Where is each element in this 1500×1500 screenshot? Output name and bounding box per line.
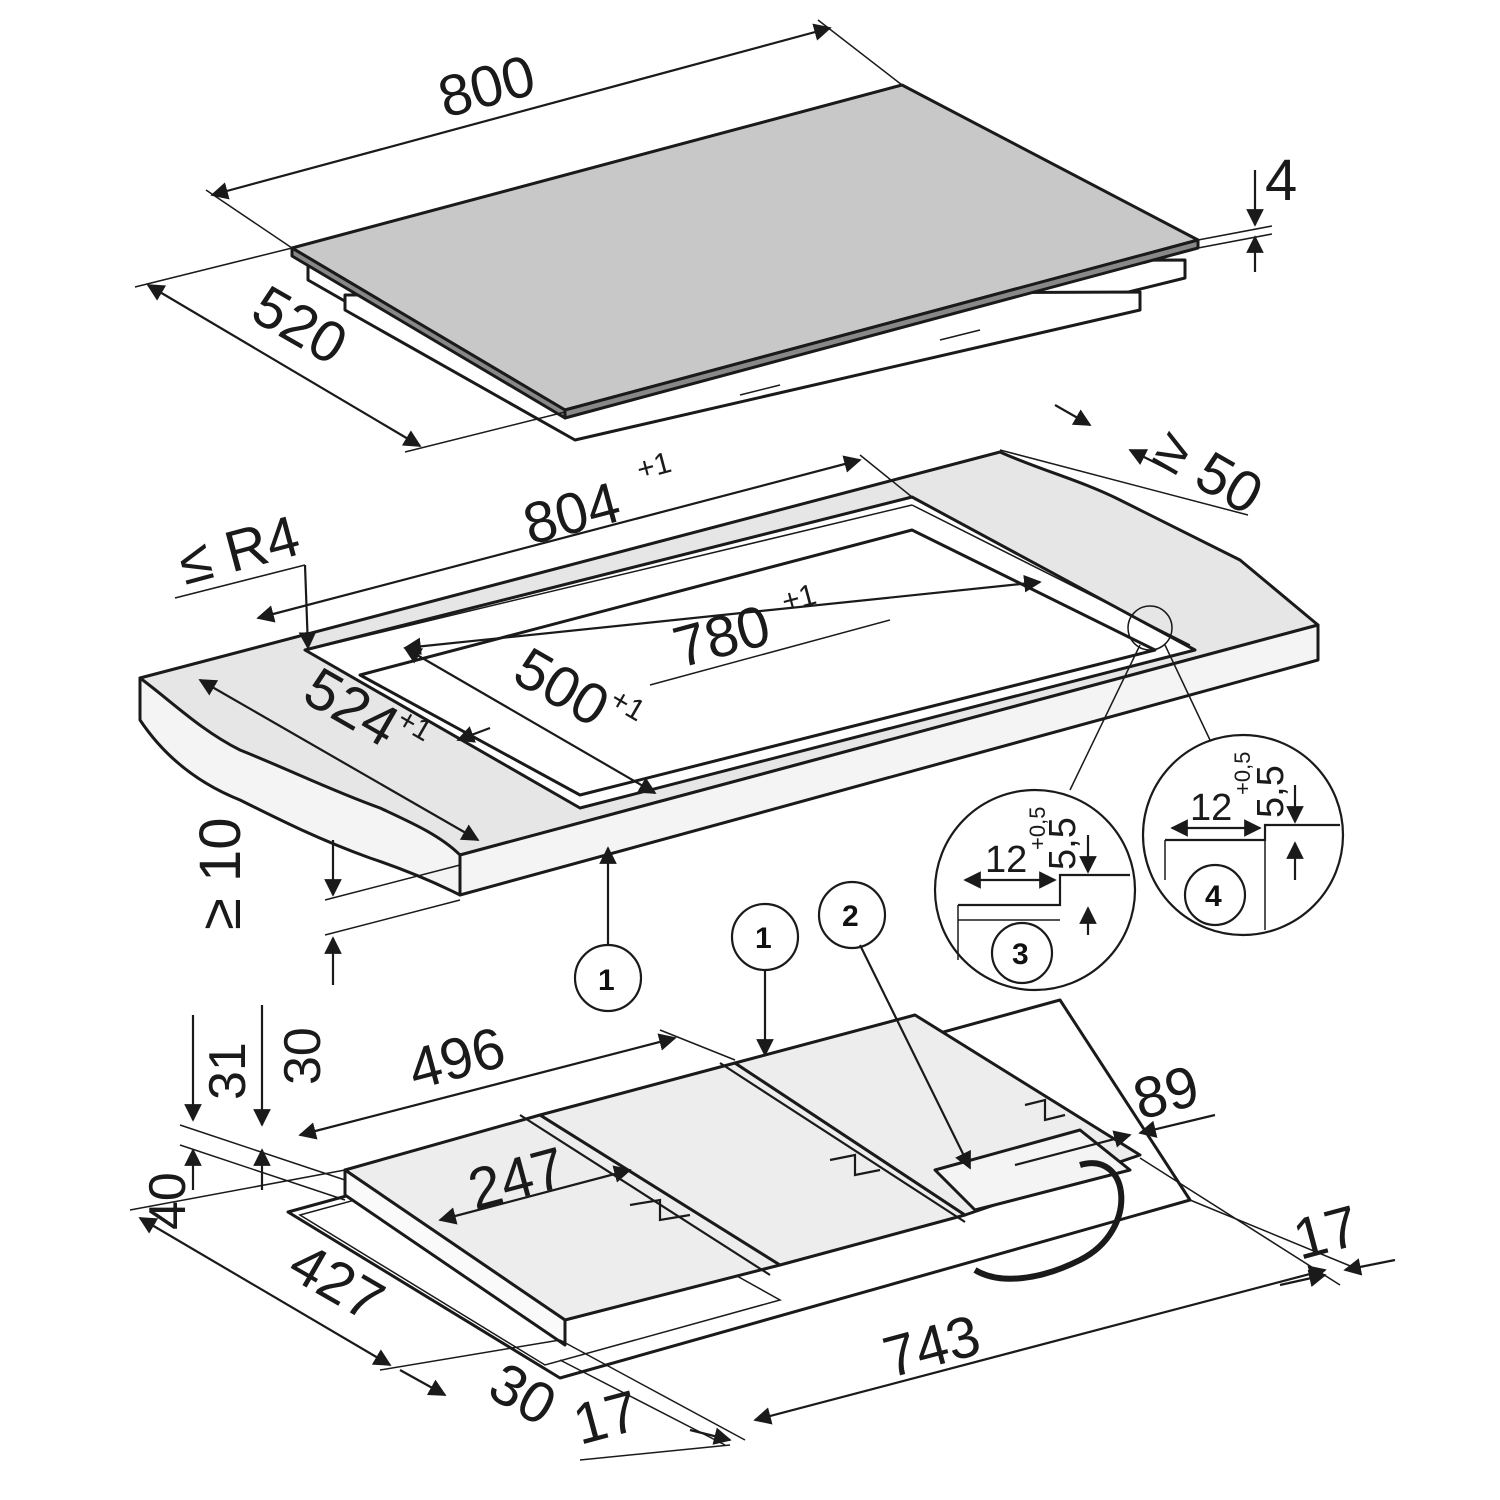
detail-3-width: 12 — [985, 839, 1027, 881]
dim-heights: 31 30 40 — [139, 1005, 346, 1230]
dim-496-label: 496 — [402, 1015, 512, 1103]
dim-31-label: 31 — [199, 1042, 257, 1100]
detail-4-width: 12 — [1190, 787, 1232, 829]
dim-800: 800 — [205, 19, 903, 249]
dim-radius-label: ≤ R4 — [172, 503, 307, 597]
module-left-front — [343, 1168, 567, 1347]
dim-radius: ≤ R4 — [172, 503, 317, 650]
dim-front-clearance: ≥ 10 — [188, 818, 461, 985]
connection-box — [933, 1128, 1132, 1212]
dim-800-label: 800 — [432, 43, 542, 131]
detail-4-number: 4 — [1205, 880, 1222, 913]
detail-3-tolerance: +0,5 — [1025, 807, 1050, 850]
dim-804-label: 804 — [517, 470, 627, 558]
detail-4-tolerance: +0,5 — [1230, 752, 1255, 795]
dim-17-right-label: 17 — [1287, 1193, 1366, 1272]
dim-4: 4 — [1197, 148, 1297, 272]
detail-3: 12 5,5 +0,5 3 — [933, 788, 1137, 992]
callout-1-worktop: 1 — [573, 846, 643, 1013]
detail-3-number: 3 — [1012, 938, 1029, 971]
dim-30-top-label: 30 — [274, 1027, 332, 1085]
callout-2: 2 — [817, 880, 971, 1170]
callout-2-label: 2 — [842, 900, 859, 933]
dim-804-tol: +1 — [633, 446, 675, 487]
dim-4-label: 4 — [1265, 148, 1297, 213]
hob-top — [290, 83, 1200, 442]
dim-17-left-label: 17 — [567, 1378, 646, 1457]
dim-743-label: 743 — [877, 1303, 987, 1391]
dim-17-left: 17 — [559, 1339, 746, 1461]
dim-front-clearance-label: ≥ 10 — [188, 818, 253, 930]
detail-4-depth: 5,5 — [1250, 765, 1292, 818]
dim-rear-clearance-label: ≥ 50 — [1144, 415, 1274, 528]
callout-1-hob-label: 1 — [755, 922, 772, 955]
detail-marker — [1127, 605, 1173, 651]
callout-1-worktop-label: 1 — [598, 964, 615, 997]
callout-1-hob: 1 — [730, 902, 800, 1057]
detail-3-depth: 5,5 — [1042, 817, 1084, 870]
dim-17-right: 17 — [1139, 1157, 1396, 1288]
detail-4: 12 5,5 +0,5 4 — [1141, 733, 1345, 937]
